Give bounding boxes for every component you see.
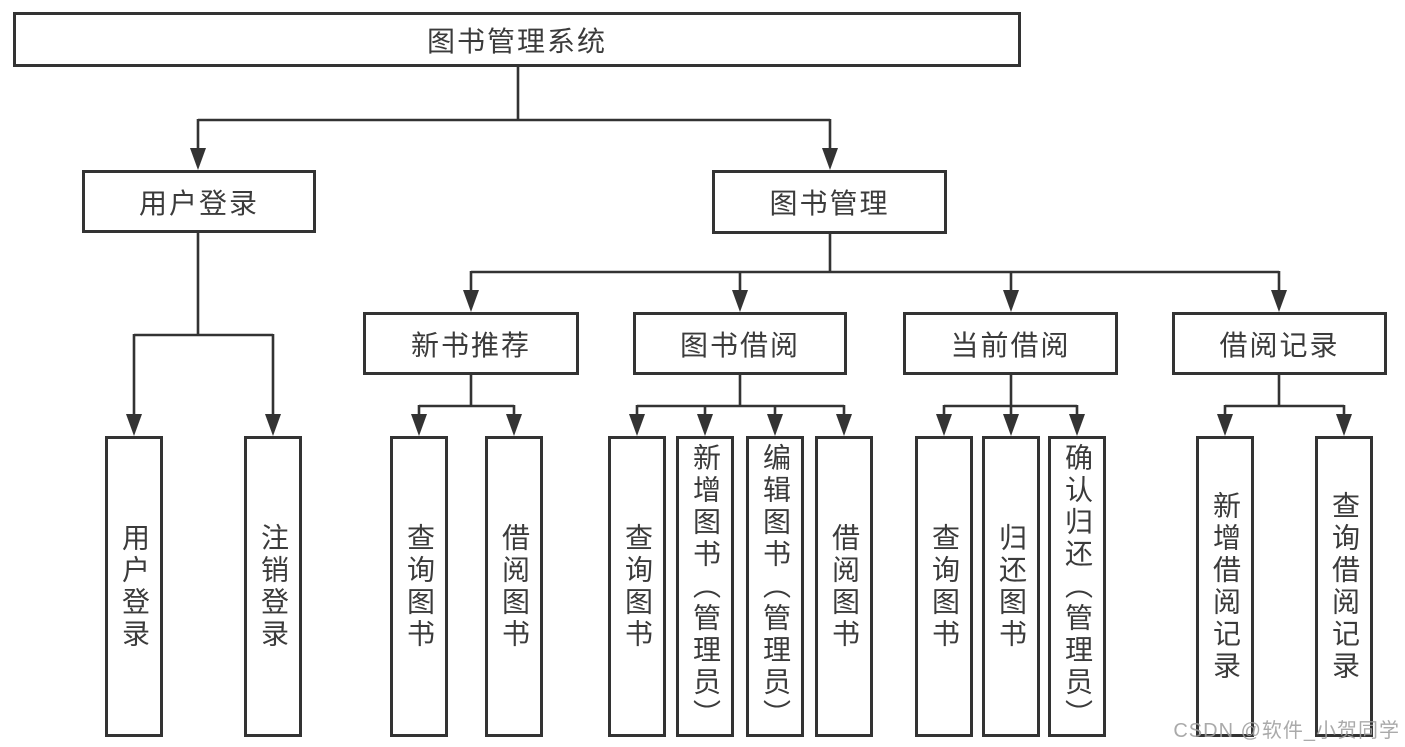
- leaf-user-login: 用户登录: [105, 436, 163, 737]
- connector-current-borrow-to-leaves: [936, 375, 1085, 436]
- leaf-borrow-books-recommend: 借阅图书: [485, 436, 543, 737]
- leaf-query-borrow-record: 查询借阅记录: [1315, 436, 1373, 737]
- leaf-logout: 注销登录: [244, 436, 302, 737]
- connector-new-book-recommend-to-leaves: [411, 375, 522, 436]
- leaf-add-book-admin-label: 新增图书（管理员）: [690, 442, 721, 731]
- leaf-query-books-recommend: 查询图书: [390, 436, 448, 737]
- leaf-query-books-current: 查询图书: [915, 436, 973, 737]
- leaf-user-login-label: 用户登录: [119, 522, 150, 651]
- leaf-add-borrow-record: 新增借阅记录: [1196, 436, 1254, 737]
- leaf-add-borrow-record-label: 新增借阅记录: [1210, 490, 1241, 683]
- leaf-query-books-recommend-label: 查询图书: [404, 522, 435, 651]
- node-root: 图书管理系统: [13, 12, 1021, 67]
- leaf-borrow-books-recommend-label: 借阅图书: [499, 522, 530, 651]
- connector-borrow-records-to-leaves: [1217, 375, 1352, 436]
- leaf-borrow-books-label: 借阅图书: [829, 522, 860, 651]
- leaf-edit-book-admin: 编辑图书（管理员）: [746, 436, 804, 737]
- node-user-login-label: 用户登录: [138, 187, 259, 219]
- connector-root-to-level2: [190, 66, 838, 170]
- leaf-edit-book-admin-label: 编辑图书（管理员）: [760, 442, 791, 731]
- leaf-query-books-current-label: 查询图书: [929, 522, 960, 651]
- node-user-login: 用户登录: [82, 170, 316, 233]
- node-current-borrow-label: 当前借阅: [950, 329, 1071, 361]
- node-book-management: 图书管理: [712, 170, 947, 234]
- leaf-add-book-admin: 新增图书（管理员）: [676, 436, 734, 737]
- leaf-return-books: 归还图书: [982, 436, 1040, 737]
- node-book-borrow-label: 图书借阅: [679, 329, 800, 361]
- leaf-query-books-borrow-label: 查询图书: [622, 522, 653, 651]
- leaf-confirm-return-admin: 确认归还（管理员）: [1048, 436, 1106, 737]
- leaf-query-borrow-record-label: 查询借阅记录: [1329, 490, 1360, 683]
- node-borrow-records: 借阅记录: [1172, 312, 1387, 375]
- node-new-book-recommend: 新书推荐: [363, 312, 579, 375]
- leaf-confirm-return-admin-label: 确认归还（管理员）: [1062, 442, 1093, 731]
- leaf-logout-label: 注销登录: [258, 522, 289, 651]
- node-root-label: 图书管理系统: [426, 25, 607, 57]
- node-book-management-label: 图书管理: [769, 188, 890, 219]
- leaf-return-books-label: 归还图书: [996, 522, 1027, 651]
- leaf-query-books-borrow: 查询图书: [608, 436, 666, 737]
- node-borrow-records-label: 借阅记录: [1219, 329, 1340, 361]
- csdn-watermark: CSDN @软件_小贺同学: [1173, 720, 1400, 742]
- node-current-borrow: 当前借阅: [903, 312, 1118, 375]
- node-new-book-recommend-label: 新书推荐: [410, 329, 531, 361]
- node-book-borrow: 图书借阅: [633, 312, 847, 375]
- connector-book-borrow-to-leaves: [629, 375, 852, 436]
- connector-book-management-to-level3: [463, 234, 1287, 312]
- leaf-borrow-books: 借阅图书: [815, 436, 873, 737]
- connector-user-login-to-leaves: [126, 233, 281, 436]
